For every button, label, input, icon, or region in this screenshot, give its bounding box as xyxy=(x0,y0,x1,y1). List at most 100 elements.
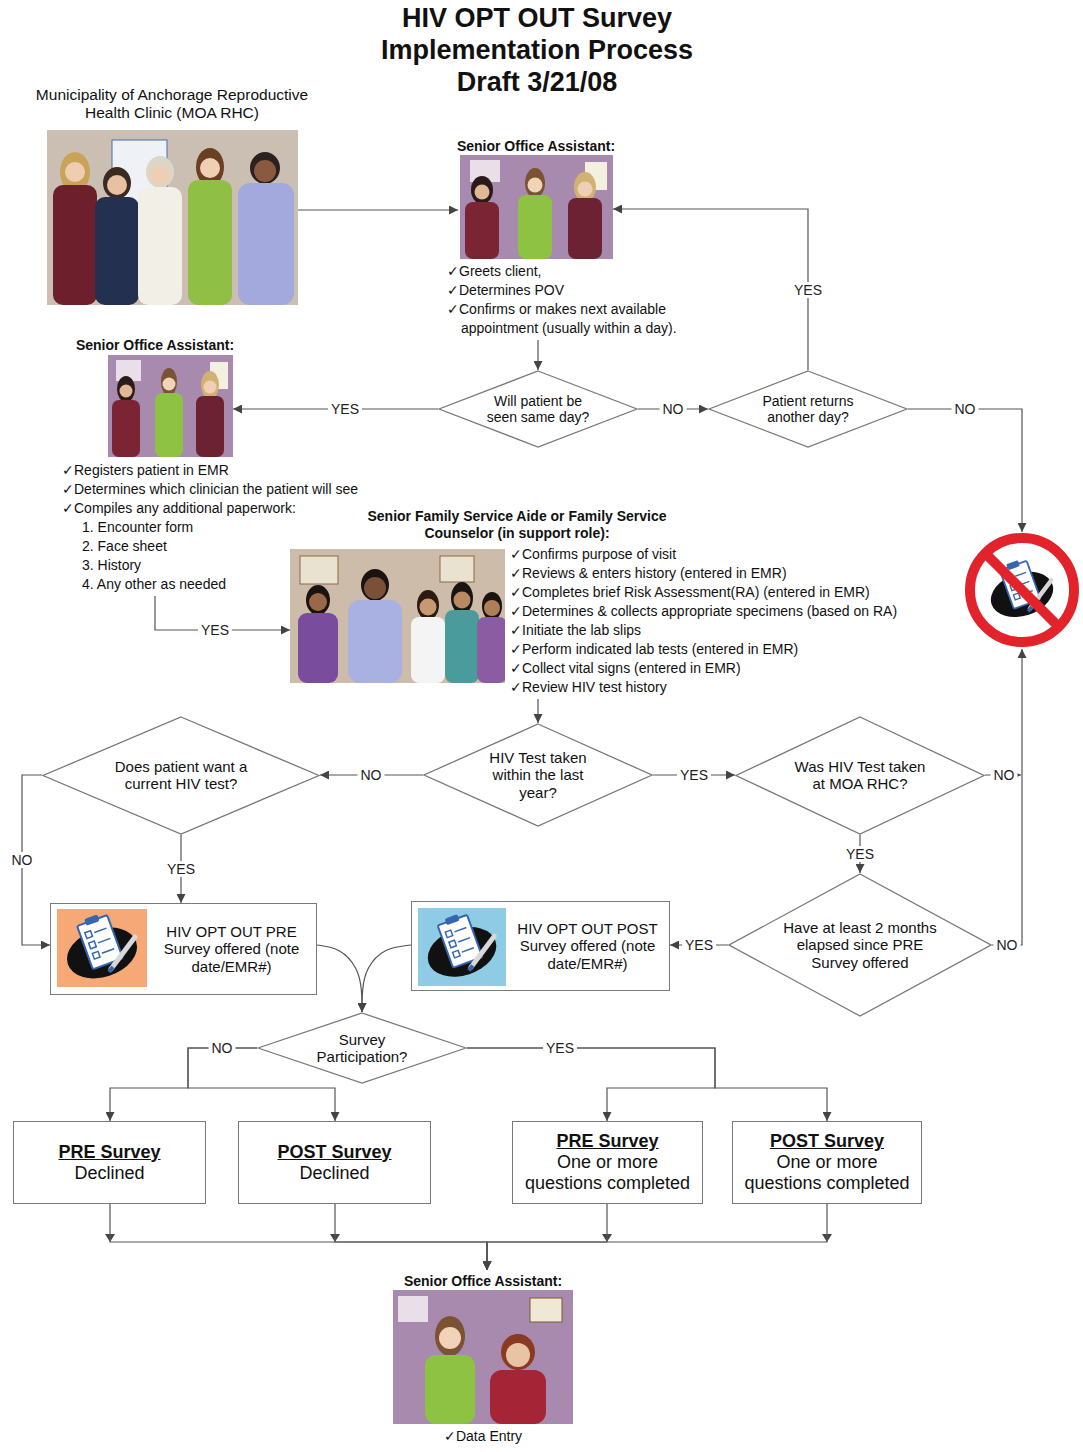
label-holder: Draft 3/21/08 xyxy=(367,66,707,98)
hair xyxy=(574,172,596,202)
face xyxy=(65,162,85,182)
diamond-text-holder: Will patient be seen same day? xyxy=(438,370,638,448)
edge-label-holder: YES xyxy=(164,861,198,877)
edge-label: YES xyxy=(198,622,232,638)
hair xyxy=(525,168,545,198)
hair xyxy=(250,152,280,184)
shirt xyxy=(568,198,602,259)
flow-arrow xyxy=(110,1204,487,1270)
label-holder: NO xyxy=(994,937,1021,953)
flow-arrow xyxy=(110,1048,257,1121)
shirt xyxy=(518,195,552,259)
staff-photo xyxy=(290,549,505,683)
diamond-shape xyxy=(709,371,907,447)
hair xyxy=(161,368,177,396)
flow-arrow xyxy=(487,1204,827,1270)
checklist-item: ✓Collect vital signs (entered in EMR) xyxy=(510,659,950,678)
shirt xyxy=(477,617,505,683)
checklist-item: ✓Completes brief Risk Assessment(RA) (en… xyxy=(510,583,950,602)
edge-label: NO xyxy=(9,852,36,868)
checklist-item: ✓Determines which clinician the patient … xyxy=(62,480,422,499)
face xyxy=(107,175,127,195)
decision-text: Will patient be seen same day? xyxy=(478,393,598,425)
result-heading: PRE Survey xyxy=(556,1131,658,1152)
hair xyxy=(103,167,131,199)
survey-box: HIV OPT OUT PRE Survey offered (note dat… xyxy=(50,903,317,995)
face xyxy=(200,158,220,178)
edge-label: NO xyxy=(358,767,385,783)
checklist-item: ✓Review HIV test history xyxy=(510,678,950,697)
face xyxy=(163,378,176,391)
shirt xyxy=(112,400,140,457)
heading-holder: Municipality of Anchorage Reproductive H… xyxy=(22,86,322,122)
label-holder: NO xyxy=(991,767,1018,783)
edge-label-holder: YES xyxy=(198,622,232,638)
checklist: ✓Data Entry xyxy=(393,1427,573,1446)
flow-arrow xyxy=(467,1048,827,1121)
flow-arrow xyxy=(487,1204,607,1270)
survey-box: HIV OPT OUT POST Survey offered (note da… xyxy=(411,901,670,991)
flow-arrow xyxy=(537,340,538,370)
edge-label: YES xyxy=(791,282,825,298)
decision-diamond: Will patient be seen same day? xyxy=(438,370,638,448)
checklist-item: ✓Registers patient in EMR xyxy=(62,461,422,480)
shirt xyxy=(138,187,182,305)
edge-label: YES xyxy=(164,861,198,877)
hair xyxy=(117,376,135,402)
staff-heading: Municipality of Anchorage Reproductive H… xyxy=(22,86,322,122)
flow-arrow xyxy=(335,1204,487,1270)
flow-arrow xyxy=(537,699,538,723)
diamond-shape xyxy=(258,1013,466,1083)
hair xyxy=(451,582,473,614)
checklist-item: ✓Perform indicated lab tests (entered in… xyxy=(510,640,950,659)
result-text: Declined xyxy=(74,1163,144,1184)
decision-diamond: HIV Test taken within the last year? xyxy=(423,723,653,827)
result-box: PRE SurveyOne or more questions complete… xyxy=(512,1121,703,1204)
decision-diamond: Survey Participation? xyxy=(257,1012,467,1084)
shirt xyxy=(348,600,402,683)
checklist-item: 3. History xyxy=(62,556,422,575)
shirt xyxy=(298,613,338,683)
diamond-shape xyxy=(729,874,991,1016)
decision-text: Was HIV Test taken at MOA RHC? xyxy=(790,758,930,793)
diamond-text-holder: HIV Test taken within the last year? xyxy=(423,723,653,827)
diamond-shape xyxy=(424,724,652,826)
decision-text: Have at least 2 months elapsed since PRE… xyxy=(775,919,945,971)
no-line xyxy=(992,649,1022,945)
no-survey-ring xyxy=(970,538,1074,642)
staff-heading: Senior Office Assistant: xyxy=(436,138,636,155)
shirt xyxy=(196,396,224,457)
shirt xyxy=(425,1355,475,1424)
edge-label: YES xyxy=(677,767,711,783)
flow-arrow xyxy=(298,209,458,210)
edge-label-holder: YES xyxy=(682,937,716,953)
decision-diamond: Does patient want a current HIV test? xyxy=(42,716,320,835)
edge-label-holder: NO xyxy=(209,1040,236,1056)
checklist-item: ✓Greets client, xyxy=(447,262,719,281)
hair xyxy=(306,585,330,615)
staff-heading: Senior Family Service Aide or Family Ser… xyxy=(352,508,682,542)
checklist-item: ✓Determines & collects appropriate speci… xyxy=(510,602,950,621)
result-box: PRE SurveyDeclined xyxy=(13,1121,206,1204)
checklist-item: ✓Determines POV xyxy=(447,281,719,300)
face xyxy=(254,160,276,182)
icon-background xyxy=(418,908,506,986)
staff-heading: Senior Office Assistant: xyxy=(55,337,255,354)
edge-label-holder: YES xyxy=(791,282,825,298)
flow-arrow xyxy=(467,1048,715,1121)
hair xyxy=(361,569,389,601)
decision-text: Survey Participation? xyxy=(307,1031,417,1066)
edge-label-holder: NO xyxy=(660,401,687,417)
edge-label: YES xyxy=(682,937,716,953)
result-box: POST SurveyDeclined xyxy=(238,1121,431,1204)
result-box: POST SurveyOne or more questions complet… xyxy=(732,1121,922,1204)
diamond-text-holder: Does patient want a current HIV test? xyxy=(42,716,320,835)
photo-wall xyxy=(47,130,298,305)
photo-wall xyxy=(108,355,233,457)
hair xyxy=(471,176,493,204)
edge-label-holder: YES xyxy=(543,1040,577,1056)
hair xyxy=(417,590,439,620)
no-line xyxy=(908,409,1022,532)
hair xyxy=(435,1316,465,1356)
heading-holder: Senior Office Assistant: xyxy=(55,337,255,354)
